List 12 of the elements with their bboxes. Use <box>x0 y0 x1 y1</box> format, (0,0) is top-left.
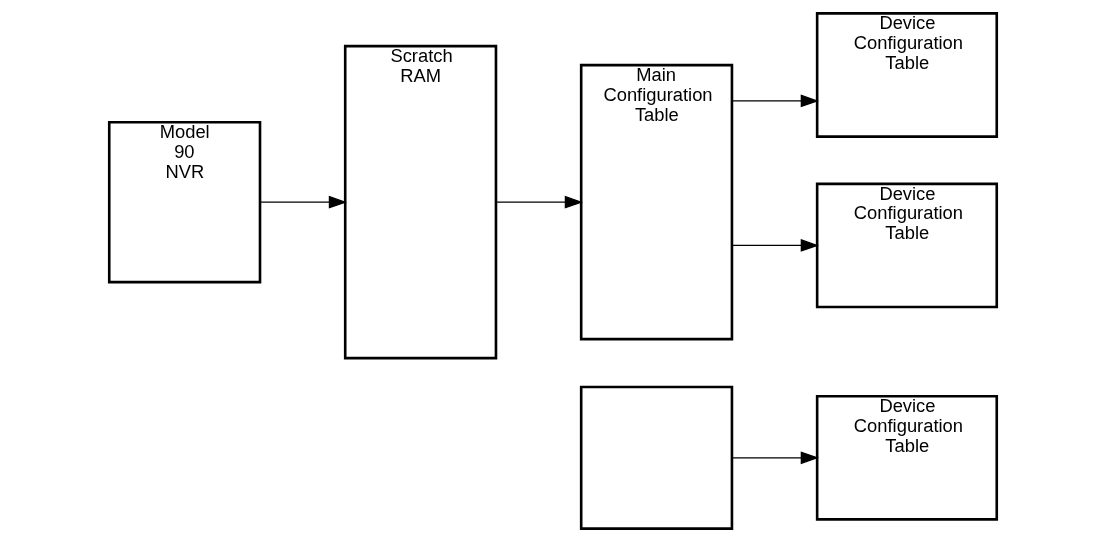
node-box: Device Configuration Table <box>815 12 999 138</box>
arrow <box>495 195 584 209</box>
arrow <box>731 239 820 252</box>
node-box: Device Configuration Table <box>815 182 999 309</box>
node-box <box>579 385 734 530</box>
arrow <box>731 94 820 108</box>
node-box: Main Configuration Table <box>579 63 734 341</box>
node-box: Device Configuration Table <box>815 394 999 521</box>
node-box: Scratch RAM <box>343 44 498 360</box>
arrow <box>731 451 820 465</box>
arrow <box>259 195 348 209</box>
node-box: Model 90 NVR <box>107 120 262 284</box>
